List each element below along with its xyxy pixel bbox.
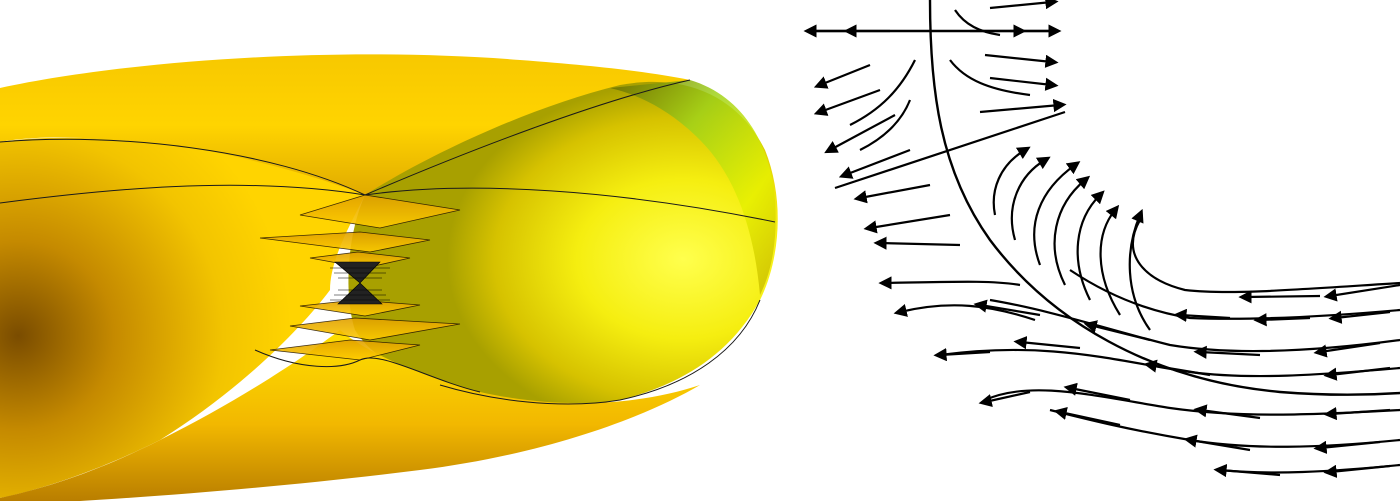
flow-field	[803, 0, 1400, 478]
lower-sheet	[0, 330, 700, 501]
pinch-point	[330, 261, 390, 305]
pinch-folds	[259, 194, 461, 361]
upper-sheet	[0, 54, 690, 197]
flow-panel	[790, 0, 1400, 501]
left-lobe	[0, 137, 365, 498]
surface-panel	[0, 54, 778, 501]
surface-render	[0, 54, 778, 501]
streamlines	[803, 0, 1400, 478]
right-rim	[610, 80, 776, 295]
edge-lines	[0, 79, 776, 405]
